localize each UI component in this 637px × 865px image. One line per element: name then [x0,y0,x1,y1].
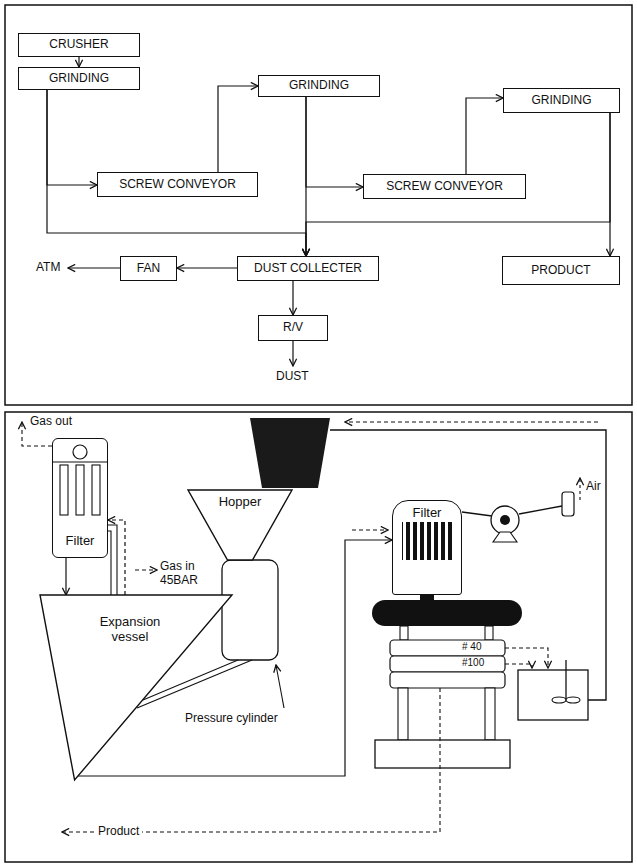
node-text: GRINDING [49,72,109,86]
flow-arrow [352,529,388,530]
sieve-deck [390,656,505,672]
stirrer-blade [552,697,566,703]
filter-plate [52,461,108,462]
flow-connector [47,90,306,256]
filter-valve [73,445,87,459]
exhaust-arrow [68,267,120,268]
blower-duct [462,512,492,516]
node-text: FAN [137,262,160,276]
pressure-cylinder [222,560,278,660]
blower-stand [493,532,517,542]
flow-connector [47,90,97,185]
node-text: Filter [413,506,442,521]
flow-connector [306,97,363,187]
frame-post [485,688,495,740]
dust-arrow [292,341,293,366]
grinding-disk [372,600,522,626]
process-box: CRUSHER [18,33,140,57]
mesh-label: # 40 [462,641,481,653]
gas-pipe [108,525,117,595]
expansion-vessel: Expansion vessel [40,595,232,780]
product-label: Product [95,825,142,839]
process-box: GRINDING [18,67,140,90]
node-text: SCREW CONVEYOR [386,180,503,194]
air-label: Air [586,480,601,494]
hopper-vessel: Hopper [188,490,292,560]
node-text: DUST COLLECTER [254,262,362,276]
flow-connector [108,520,125,595]
filter-unit: Filter [52,438,108,558]
air-arrow [579,478,580,500]
node-text: R/V [283,321,303,335]
flow-connector [292,281,293,315]
panel-frame [5,412,632,862]
flow-connector [78,57,79,67]
flow-connector [306,113,610,256]
node-text: SCREW CONVEYOR [119,178,236,192]
output-label: DUST [276,370,309,384]
shape-outline [188,490,292,560]
process-box: SCREW CONVEYOR [97,172,258,197]
frame-post [400,626,408,640]
process-box: R/V [258,315,328,341]
mixing-tank [518,670,588,720]
node-text: Hopper [219,495,262,510]
frame-post [398,688,408,740]
filter-cartridge [60,465,68,515]
node-text: PRODUCT [531,264,590,278]
feed-mill [250,418,330,488]
sieve-deck [390,672,505,688]
stirrer-shaft [565,660,566,700]
sieve-deck [390,640,505,656]
blower-duct [519,506,562,514]
mesh-label: #100 [462,657,484,669]
node-text: CRUSHER [49,38,108,52]
return-line [330,430,606,700]
process-box: GRINDING [503,88,620,113]
process-box: DUST COLLECTER [237,256,379,281]
sieve-base [375,740,510,768]
panel-frame [5,5,632,405]
blower-hub [500,515,510,525]
gas-label: Gas out [30,415,72,429]
gas-pipe [108,531,111,595]
return-arrow [345,421,598,422]
filter-cartridge [76,465,84,515]
shape-outline [40,595,232,780]
oversize-arrow [505,648,548,668]
gas-in-arrow [135,569,157,570]
filter-unit: Filter [392,500,462,595]
frame-post [485,626,493,640]
node-text: GRINDING [289,79,349,93]
blower [491,506,519,534]
filter-cartridge [92,465,100,515]
exhaust-stack [562,492,574,516]
filter-fins [402,522,454,560]
node-text: Expansion vessel [92,615,168,645]
flow-connector [218,86,258,172]
node-text: Filter [66,534,95,549]
gas-label: Gas in 45BAR [160,560,212,588]
flow-connector [177,267,237,268]
process-box: GRINDING [258,75,380,97]
part-label: Pressure cylinder [185,712,278,726]
stirrer-blade [566,697,580,703]
process-box: SCREW CONVEYOR [363,174,526,199]
node-text: GRINDING [532,94,592,108]
flow-connector [466,98,503,174]
exhaust-label: ATM [36,261,60,275]
process-box: FAN [120,256,177,281]
leader-arrow [276,665,284,708]
flow-connector [65,558,66,595]
oversize-arrow [505,664,532,668]
process-box: PRODUCT [502,256,620,285]
